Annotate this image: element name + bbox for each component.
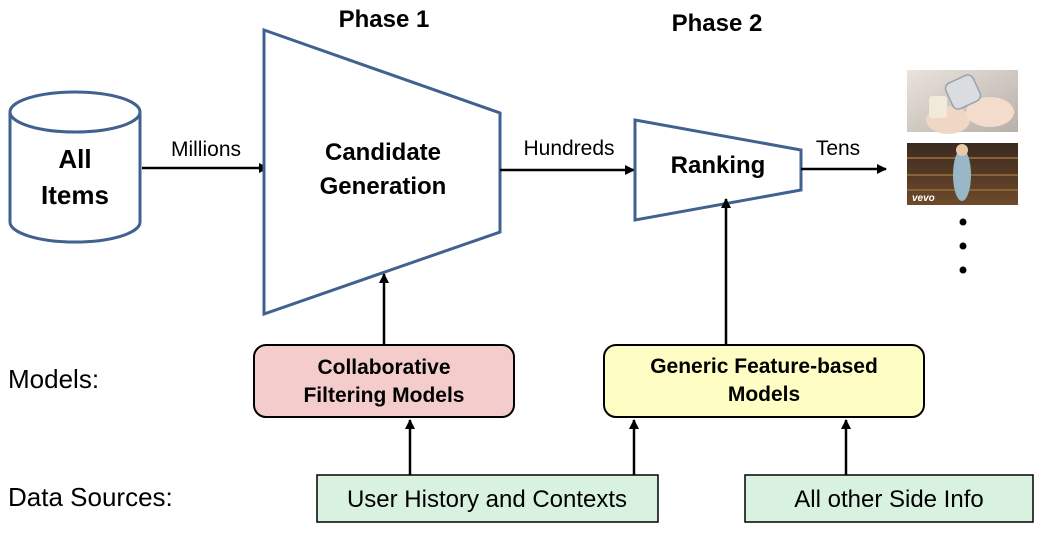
result-thumbnail-1 <box>907 70 1018 134</box>
result-thumbnail-2: vevo <box>907 143 1018 205</box>
phase-1-label: Phase 1 <box>339 6 430 33</box>
generic-label-line1: Generic Feature-based <box>650 355 878 378</box>
user-history-label: User History and Contexts <box>347 486 627 513</box>
models-row-label: Models: <box>8 364 99 394</box>
user-history-box: User History and Contexts <box>316 474 659 523</box>
candidate-generation-funnel: Candidate Generation <box>262 27 502 317</box>
generic-label-line2: Models <box>728 383 800 406</box>
hundreds-label: Hundreds <box>523 137 614 160</box>
tens-label: Tens <box>816 137 860 160</box>
candidate-generation-label-line1: Candidate <box>325 139 441 166</box>
collaborative-label-line2: Filtering Models <box>303 384 464 407</box>
candidate-generation-label-line2: Generation <box>320 173 447 200</box>
ellipsis-vertical-icon <box>959 218 967 274</box>
ranking-label: Ranking <box>671 152 766 179</box>
all-items-database: All Items <box>8 90 142 244</box>
collaborative-filtering-box: Collaborative Filtering Models <box>253 344 515 418</box>
ranking-funnel: Ranking <box>633 118 803 222</box>
generic-feature-models-box: Generic Feature-based Models <box>603 344 925 418</box>
data-sources-row-label: Data Sources: <box>8 482 173 512</box>
phase-2-label: Phase 2 <box>672 10 763 37</box>
side-info-label: All other Side Info <box>794 486 983 513</box>
millions-label: Millions <box>171 138 241 161</box>
all-items-label-line2: Items <box>41 180 109 210</box>
side-info-box: All other Side Info <box>744 474 1034 523</box>
collaborative-label-line1: Collaborative <box>317 356 450 379</box>
vevo-caption: vevo <box>912 193 935 204</box>
all-items-label-line1: All <box>58 144 91 174</box>
